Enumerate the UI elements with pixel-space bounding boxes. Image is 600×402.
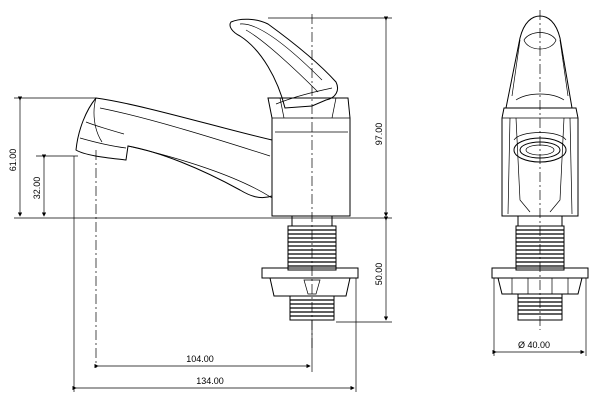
front-handle bbox=[505, 15, 573, 109]
dim-97-label: 97.00 bbox=[374, 123, 384, 146]
dim-61-label: 61.00 bbox=[8, 149, 18, 172]
front-lock-nut bbox=[491, 267, 589, 279]
side-handle bbox=[229, 18, 339, 109]
dim-50-label: 50.00 bbox=[374, 263, 384, 286]
dim-32-label: 32.00 bbox=[32, 177, 42, 200]
side-view bbox=[75, 14, 359, 368]
dim-134-label: 134.00 bbox=[196, 376, 224, 386]
side-spout bbox=[75, 97, 273, 199]
side-body-head bbox=[267, 97, 351, 217]
side-lock-nut bbox=[261, 267, 359, 279]
dim-diameter-label: Ø 40.00 bbox=[518, 340, 550, 350]
front-view bbox=[491, 10, 589, 356]
extension-lines bbox=[14, 17, 392, 392]
dim-104-label: 104.00 bbox=[186, 354, 214, 364]
